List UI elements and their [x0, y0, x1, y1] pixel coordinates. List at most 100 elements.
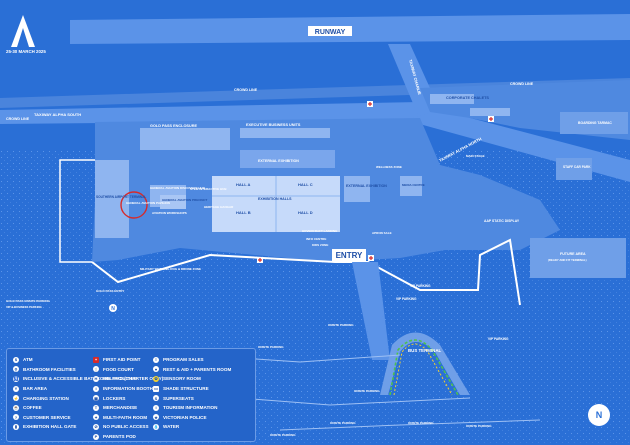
exhibition-halls-label: EXHIBITION HALLS	[258, 197, 292, 201]
legend-item: ⚲ BATHROOM FACILITIES	[13, 365, 137, 375]
aap-static-display-label: AAP STATIC DISPLAY	[484, 219, 520, 223]
legend-label: ATM	[23, 357, 33, 363]
legend-label: NO PUBLIC ACCESS	[103, 424, 149, 430]
legend-item: ♿INCLUSIVE & ACCESSIBLE BATHROOM FACILIT…	[13, 374, 137, 384]
gold-pass-enclosure-label: GOLD PASS ENCLOSURE	[150, 124, 197, 128]
onsite-parking-label-2: ONSITE PARKING	[328, 323, 354, 327]
legend-label: INFORMATION BOOTH	[103, 386, 153, 392]
legend-item: ★VICTORIAN POLICE	[153, 413, 231, 423]
first-aid-marker[interactable]	[488, 116, 494, 122]
onsite-parking-label-5: ONSITE PARKING	[270, 433, 296, 437]
southern-airport-terminal-label: SOUTHERN AIRPORT TERMINAL	[96, 195, 146, 199]
merchandise-icon: T	[93, 404, 99, 411]
legend-item: ⚡CHARGING STATION	[13, 393, 137, 403]
atm-icon: $	[13, 356, 19, 363]
bar-icon: Y	[13, 385, 19, 392]
rest-aid-icon: ♥	[153, 366, 159, 373]
shade-structure-icon: ▭	[153, 385, 159, 392]
legend-label: MERCHANDISE	[103, 405, 138, 411]
legend-item: ▭SHADE STRUCTURE	[153, 384, 231, 394]
entry-label[interactable]: ENTRY	[336, 251, 363, 260]
first-aid-icon: +	[93, 356, 99, 363]
crowd-line-label-1: CROWD LINE	[234, 88, 258, 92]
customer-service-icon: ?	[13, 414, 19, 421]
compass-label: N	[595, 410, 603, 420]
first-aid-marker[interactable]	[257, 257, 263, 263]
bathroom-icon: ⚲	[13, 366, 19, 373]
external-exhibition-block	[240, 150, 335, 168]
information-icon: i	[93, 385, 99, 392]
legend-item: T MERCHANDISE	[93, 403, 163, 413]
legend-item: ⊘ NO PUBLIC ACCESS	[93, 422, 163, 432]
gold-pass-entry-icon[interactable]	[109, 304, 117, 312]
legend-label: BATHROOM FACILITIES	[23, 366, 76, 372]
bus-terminal-lanes	[380, 332, 470, 395]
general-aviation-pavilion-label: GENERAL AVIATION PAVILION	[126, 201, 170, 205]
bus-terminal-label: BUS TERMINAL	[408, 348, 441, 353]
media-centre-label: MEDIA CENTRE	[402, 183, 425, 187]
terminal-boundary	[59, 159, 95, 263]
stem-hub-label: STEM INTERACTIVE HUB	[190, 187, 227, 191]
first-aid-marker[interactable]	[368, 255, 374, 261]
future-area-label: FUTURE AREA	[560, 252, 586, 256]
entry-road	[352, 262, 390, 360]
taxiway-alpha-south	[0, 102, 420, 124]
legend-label: WATER	[163, 424, 180, 430]
parents-pod-icon: P	[93, 433, 99, 440]
ga-precinct-building	[160, 195, 186, 209]
external-exhibition-right-label: EXTERNAL EXHIBITION	[346, 184, 387, 188]
logo-a-icon	[11, 15, 35, 47]
external-exhibition-right-block	[344, 176, 370, 202]
hall-a-label: HALL A	[236, 182, 251, 187]
gold-pass-entry-label: GOLD PASS ENTRY	[96, 289, 124, 293]
helipad-icon: H	[93, 375, 99, 382]
bus-lane-green	[389, 339, 459, 396]
food-court-icon: 🍴	[93, 366, 99, 373]
legend-label: SENSORY ROOM	[163, 376, 201, 382]
vip-parking-label-1: VIP PARKING	[396, 297, 417, 301]
taxiway-band	[0, 78, 630, 108]
coffee-icon: ☕	[13, 404, 19, 411]
apron-sale-label: APRON SALE	[372, 231, 392, 235]
ga-precinct-label: GENERAL AVIATION PRECINCT	[162, 198, 208, 202]
legend-label: EXHIBITION HALL GATE	[23, 424, 77, 430]
hall-b-label: HALL B	[236, 210, 251, 215]
svg-text:N: N	[111, 306, 115, 312]
legend-label: TOURISM INFORMATION	[163, 405, 218, 411]
onsite-parking-label-1: ONSITE PARKING	[258, 345, 284, 349]
no-access-icon: ⊘	[93, 423, 99, 430]
water-icon: 💧	[153, 423, 159, 430]
future-area-sub-label: (READY AND FIT TERMINAL)	[548, 258, 587, 262]
legend-label: CUSTOMER SERVICE	[23, 414, 71, 420]
police-icon: ★	[153, 414, 159, 421]
legend-item: ▦LOCKERS	[93, 393, 163, 403]
legend-label: LOCKERS	[103, 395, 126, 401]
first-aid-marker[interactable]	[367, 101, 373, 107]
southern-terminal-building	[95, 160, 129, 238]
onsite-parking-label-7: ONSITE PARKING	[466, 424, 492, 428]
onsite-parking-label-6: ONSITE PARKING	[408, 421, 434, 425]
boarding-tarmac-block	[560, 112, 628, 134]
sensory-room-icon: ✿	[153, 375, 159, 382]
runway-label: RUNWAY	[315, 29, 346, 36]
crowd-line-label-3: CROWD LINE	[6, 117, 30, 121]
legend-column-1: $ ATM ⚲ BATHROOM FACILITIES ♿INCLUSIVE & A…	[13, 355, 137, 432]
legend-item: ✦MULTI-FAITH ROOM	[93, 413, 163, 423]
north-compass: N	[588, 404, 610, 426]
legend-label: COFFEE	[23, 405, 42, 411]
event-logo	[10, 14, 36, 53]
program-sales-icon: ≡	[153, 356, 159, 363]
legend-item: ✿ SENSORY ROOM	[153, 374, 231, 384]
vip-parking-label-2: VIP PARKING	[410, 284, 431, 288]
external-exhibition-top-label: EXTERNAL EXHIBITION	[258, 159, 299, 163]
legend-item: ≡PROGRAM SALES	[153, 355, 231, 365]
legend-item: 💧 WATER	[153, 422, 231, 432]
media-centre-block	[400, 176, 422, 196]
